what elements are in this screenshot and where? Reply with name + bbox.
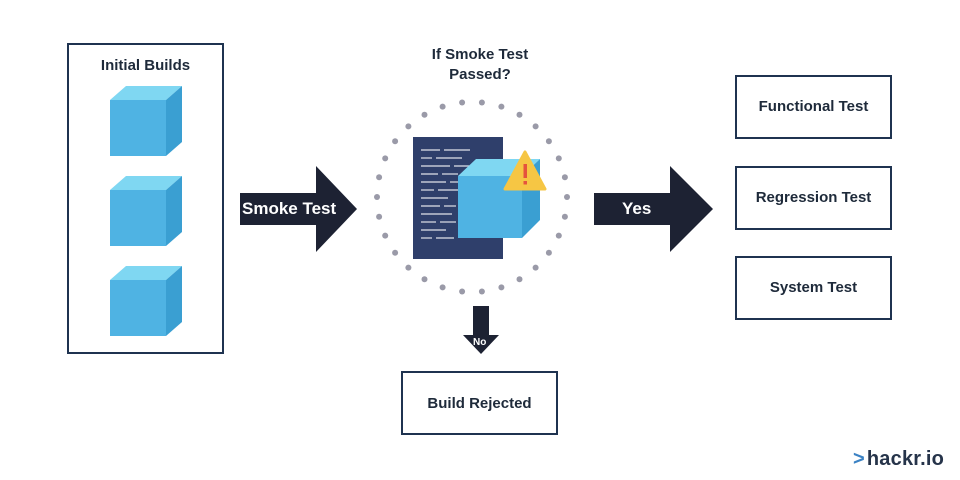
circle-dot	[459, 288, 466, 295]
warning-icon	[503, 150, 547, 191]
system-test-label: System Test	[769, 279, 858, 296]
circle-dot	[564, 194, 570, 200]
circle-dot	[561, 213, 568, 220]
circle-dot	[561, 174, 568, 181]
regression-test-box	[735, 166, 892, 230]
functional-test-label: Functional Test	[758, 98, 869, 115]
yes-label: Yes	[622, 199, 652, 218]
circle-dot	[498, 284, 505, 291]
circle-dot	[498, 103, 505, 110]
circle-dot	[545, 249, 552, 256]
circle-dot	[421, 276, 428, 283]
circle-dot	[439, 284, 446, 291]
yes-arrow	[594, 166, 713, 252]
build-cube-icon	[110, 266, 182, 336]
decision-dotted-circle	[374, 99, 570, 295]
circle-dot	[532, 123, 539, 130]
circle-dot	[555, 155, 562, 162]
circle-dot	[439, 103, 446, 110]
circle-dot	[516, 276, 523, 283]
circle-dot	[555, 232, 562, 239]
circle-dot	[405, 264, 412, 271]
brand-name: hackr.io	[866, 448, 945, 470]
smoke-test-arrow	[240, 166, 357, 252]
no-label: No	[473, 337, 487, 348]
circle-dot	[374, 194, 380, 200]
circle-dot	[532, 264, 539, 271]
build-rejected-label: Build Rejected	[427, 395, 532, 412]
circle-dot	[545, 138, 552, 145]
build-cube-icon	[110, 86, 182, 156]
circle-dot	[459, 99, 466, 106]
circle-dot	[421, 111, 428, 118]
hackr-logo: >hackr.io	[853, 448, 944, 471]
circle-dot	[392, 138, 399, 145]
functional-test-box	[735, 75, 892, 139]
system-test-box	[735, 256, 892, 320]
smoke-test-label: Smoke Test	[242, 199, 337, 218]
circle-dot	[392, 249, 399, 256]
decision-question-line1: If Smoke Test	[431, 46, 529, 63]
regression-test-label: Regression Test	[755, 189, 872, 206]
circle-dot	[382, 232, 389, 239]
circle-dot	[516, 111, 523, 118]
circle-dot	[405, 123, 412, 130]
no-arrow	[463, 306, 499, 354]
circle-dot	[478, 288, 485, 295]
build-cube-icon	[110, 176, 182, 246]
build-rejected-box	[401, 371, 558, 435]
circle-dot	[376, 174, 383, 181]
brand-chevron: >	[853, 448, 865, 470]
initial-builds-title: Initial Builds	[100, 57, 191, 74]
decision-question-line2: Passed?	[449, 66, 511, 83]
circle-dot	[376, 213, 383, 220]
circle-dot	[478, 99, 485, 106]
circle-dot	[382, 155, 389, 162]
